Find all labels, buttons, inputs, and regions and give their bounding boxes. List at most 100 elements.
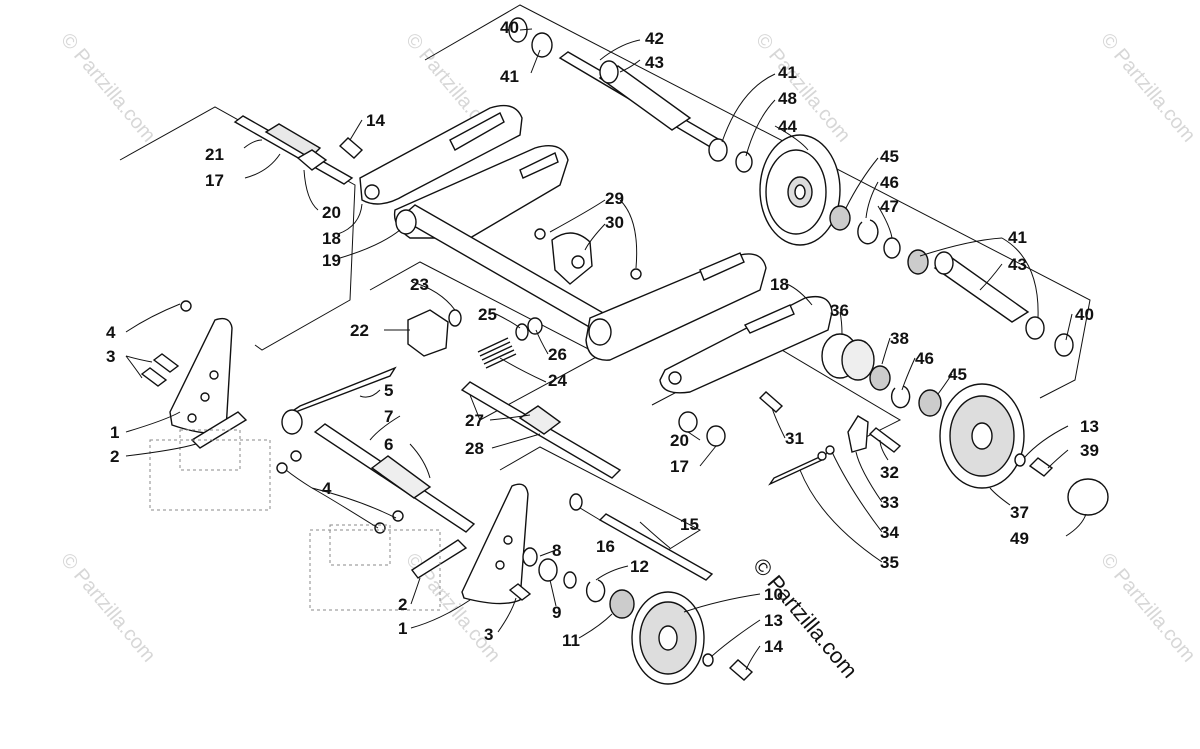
- washer-8: [522, 547, 538, 567]
- callout-23: 23: [410, 275, 429, 294]
- bolt-3b: [140, 367, 168, 387]
- bolt-14: [338, 137, 364, 159]
- callout-17: 17: [670, 457, 689, 476]
- watermark: © Partzilla.com: [1096, 29, 1199, 146]
- callout-4: 4: [106, 323, 116, 342]
- callout-3: 3: [484, 625, 493, 644]
- callout-8: 8: [552, 541, 561, 560]
- cam-30: [551, 232, 593, 285]
- callout-30: 30: [605, 213, 624, 232]
- callout-18: 18: [770, 275, 789, 294]
- watermark: © Partzilla.com: [56, 29, 159, 146]
- suspension-arm-rear: [585, 252, 833, 394]
- spacer-9: [538, 558, 558, 582]
- callout-46: 46: [880, 173, 899, 192]
- callout-43: 43: [1008, 255, 1027, 274]
- callout-1: 1: [398, 619, 407, 638]
- suspension-arm-18: [359, 104, 569, 239]
- parts: [140, 17, 1109, 685]
- callout-20: 20: [670, 431, 689, 450]
- callout-45: 45: [880, 147, 899, 166]
- callout-31: 31: [785, 429, 804, 448]
- callout-4: 4: [322, 479, 332, 498]
- nut-4c: [290, 450, 302, 462]
- cap-49: [1067, 478, 1109, 516]
- bolt-15: [598, 513, 714, 581]
- callout-24: 24: [548, 371, 567, 390]
- callout-47: 47: [880, 197, 899, 216]
- bar-6: [313, 423, 476, 533]
- nut-29: [534, 228, 546, 240]
- washer-16: [569, 493, 583, 511]
- callout-28: 28: [465, 439, 484, 458]
- washer-13b: [702, 653, 714, 667]
- track-phantom: [149, 429, 441, 611]
- leader-lines: [125, 28, 1087, 671]
- watermark: © Partzilla.com: [751, 29, 854, 146]
- bolt-39: [1028, 457, 1054, 477]
- callout-33: 33: [880, 493, 899, 512]
- callout-13: 13: [1080, 417, 1099, 436]
- cross-tube-19: [395, 204, 614, 333]
- callout-2: 2: [398, 595, 407, 614]
- bolt-32: [868, 427, 902, 453]
- callout-12: 12: [630, 557, 649, 576]
- snap-ring-46-top: [857, 219, 879, 245]
- nut-4e: [392, 510, 404, 522]
- callout-21: 21: [205, 145, 224, 164]
- bracket-1-left: [169, 317, 233, 434]
- bushing-48: [735, 151, 753, 173]
- spacer-36: [821, 333, 875, 381]
- callout-46: 46: [915, 349, 934, 368]
- callout-41: 41: [778, 63, 797, 82]
- idler-wheel-44: [759, 134, 841, 246]
- bushing-17: [706, 425, 726, 447]
- callout-15: 15: [680, 515, 699, 534]
- callout-44: 44: [778, 117, 797, 136]
- washer-40-top: [508, 17, 528, 43]
- callout-14: 14: [764, 637, 783, 656]
- bearing-45-top: [829, 205, 851, 231]
- nut-41-top: [531, 32, 553, 58]
- bracket-1-lower: [461, 483, 529, 605]
- bolt-14b: [728, 659, 754, 681]
- nut-4a: [180, 300, 192, 312]
- wheel-37: [939, 383, 1025, 489]
- callout-40: 40: [500, 18, 519, 37]
- washer-25: [515, 323, 529, 341]
- frame-upper-right: [424, 4, 1091, 399]
- bolt-3c: [508, 583, 532, 601]
- callout-1: 1: [110, 423, 119, 442]
- spring-24: [477, 337, 517, 369]
- callout-11: 11: [562, 631, 580, 650]
- callout-40: 40: [1075, 305, 1094, 324]
- shaft-43-right: [907, 249, 1074, 357]
- spacer-47: [883, 237, 901, 259]
- callout-9: 9: [552, 603, 561, 622]
- callout-19: 19: [322, 251, 341, 270]
- callout-17: 17: [205, 171, 224, 190]
- callout-26: 26: [548, 345, 567, 364]
- block-22: [407, 309, 462, 357]
- bolt-3a: [152, 353, 180, 373]
- callout-39: 39: [1080, 441, 1099, 460]
- snap-ring-46: [890, 385, 911, 409]
- watermark: © Partzilla.com: [1096, 549, 1199, 666]
- callout-7: 7: [384, 407, 393, 426]
- callout-2: 2: [110, 447, 119, 466]
- washer-12b: [563, 571, 577, 589]
- callout-43: 43: [645, 53, 664, 72]
- callout-49: 49: [1010, 529, 1029, 548]
- callout-48: 48: [778, 89, 797, 108]
- bearing-38: [869, 365, 891, 391]
- bearing-45: [918, 389, 942, 417]
- callout-3: 3: [106, 347, 115, 366]
- washer-13: [1014, 453, 1026, 467]
- wheel-10: [631, 591, 705, 685]
- bolt-31: [758, 391, 784, 413]
- callout-18: 18: [322, 229, 341, 248]
- callout-36: 36: [830, 301, 849, 320]
- bushing-20: [678, 411, 698, 433]
- callout-16: 16: [596, 537, 615, 556]
